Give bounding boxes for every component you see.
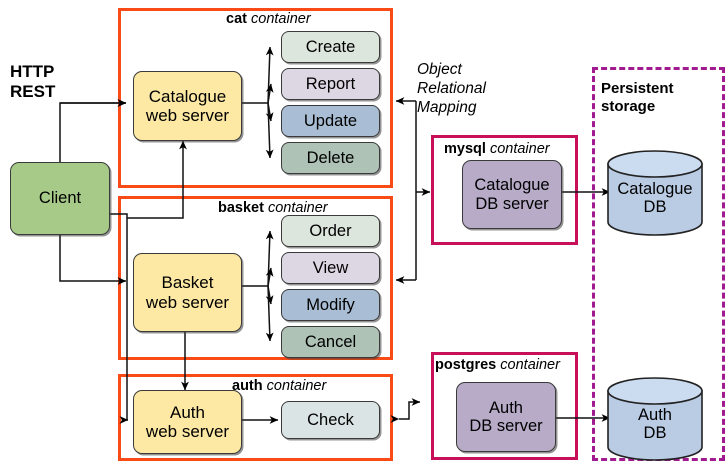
op-cancel[interactable]: Cancel (281, 326, 380, 358)
op-modify[interactable]: Modify (281, 289, 380, 321)
cylinder-auth-db[interactable] (606, 377, 704, 461)
edge-client-to-basket (59, 235, 127, 285)
node-client[interactable]: Client (10, 162, 110, 235)
container-frame-cat (118, 8, 393, 188)
op-view[interactable]: View (281, 252, 380, 284)
cylinder-catalogue-db[interactable] (606, 150, 704, 236)
container-label-auth: auth container (232, 378, 327, 394)
op-check[interactable]: Check (281, 401, 380, 439)
edge-client-to-catalogue (59, 99, 127, 162)
container-label-mysql: mysql container (444, 141, 550, 157)
op-delete[interactable]: Delete (281, 142, 380, 174)
op-report[interactable]: Report (281, 68, 380, 100)
op-update[interactable]: Update (281, 105, 380, 137)
container-label-basket: basket container (218, 200, 328, 216)
edge-auth-to-postgres (390, 398, 421, 423)
op-order[interactable]: Order (281, 215, 380, 247)
container-label-postgres: postgres container (435, 357, 560, 373)
op-create[interactable]: Create (281, 31, 380, 63)
container-label-cat: cat container (226, 11, 311, 27)
container-frame-postgres (431, 352, 578, 460)
